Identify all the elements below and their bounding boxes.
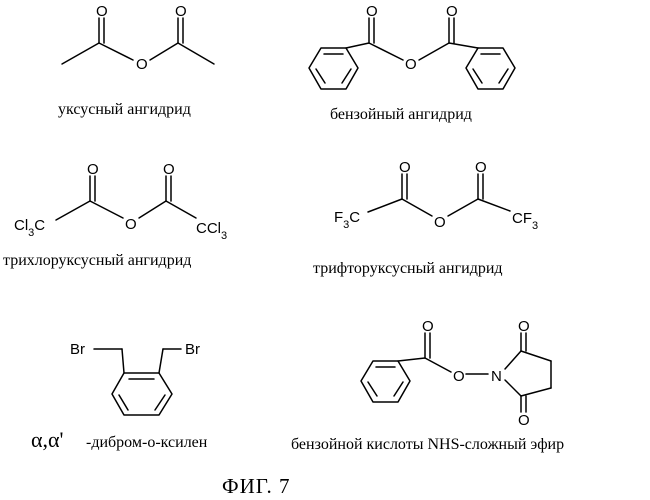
atom-o: O: [96, 3, 108, 20]
atom-o: O: [125, 216, 137, 233]
caption-trifluoroacetic-anhydride: трифторуксусный ангидрид: [313, 260, 503, 277]
caption-dibromo-xylene: -дибром-о-ксилен: [86, 434, 208, 451]
atom-f3c: F3C: [334, 209, 360, 231]
atom-o: O: [175, 3, 187, 20]
structure-dibromo-o-xylene: Br Br: [70, 341, 200, 415]
structure-trifluoroacetic-anhydride: F3C O O O CF3: [334, 159, 538, 232]
figure-label: ФИГ. 7: [222, 474, 291, 498]
atom-o: O: [405, 56, 417, 73]
atom-n: N: [491, 368, 502, 385]
caption-dibromo-greek: α,α': [31, 427, 64, 452]
caption-benzoic-anhydride: бензойный ангидрид: [330, 106, 472, 123]
structure-trichloroacetic-anhydride: Cl3C O O O CCl3: [14, 161, 227, 242]
atom-o: O: [422, 318, 434, 335]
atom-o: O: [453, 368, 465, 385]
caption-trichloroacetic-anhydride: трихлоруксусный ангидрид: [3, 252, 191, 269]
atom-o: O: [136, 56, 148, 73]
atom-br: Br: [70, 341, 85, 358]
atom-o: O: [399, 159, 411, 176]
atom-cf3: CF3: [512, 210, 538, 232]
atom-o: O: [434, 214, 446, 231]
atom-o: O: [518, 412, 530, 429]
structure-benzoic-nhs-ester: O O N O O: [361, 318, 551, 429]
caption-benzoic-nhs-ester: бензойной кислоты NHS-сложный эфир: [291, 436, 564, 453]
atom-o: O: [475, 159, 487, 176]
atom-cl3c: Cl3C: [14, 217, 45, 239]
atom-o: O: [366, 3, 378, 20]
structure-benzoic-anhydride: O O O: [309, 3, 515, 89]
atom-o: O: [518, 318, 530, 335]
atom-br: Br: [185, 341, 200, 358]
structure-acetic-anhydride: O O O: [62, 3, 214, 73]
atom-o: O: [163, 161, 175, 178]
atom-o: O: [87, 161, 99, 178]
caption-acetic-anhydride: уксусный ангидрид: [58, 101, 191, 118]
atom-o: O: [446, 3, 458, 20]
atom-ccl3: CCl3: [196, 220, 227, 242]
